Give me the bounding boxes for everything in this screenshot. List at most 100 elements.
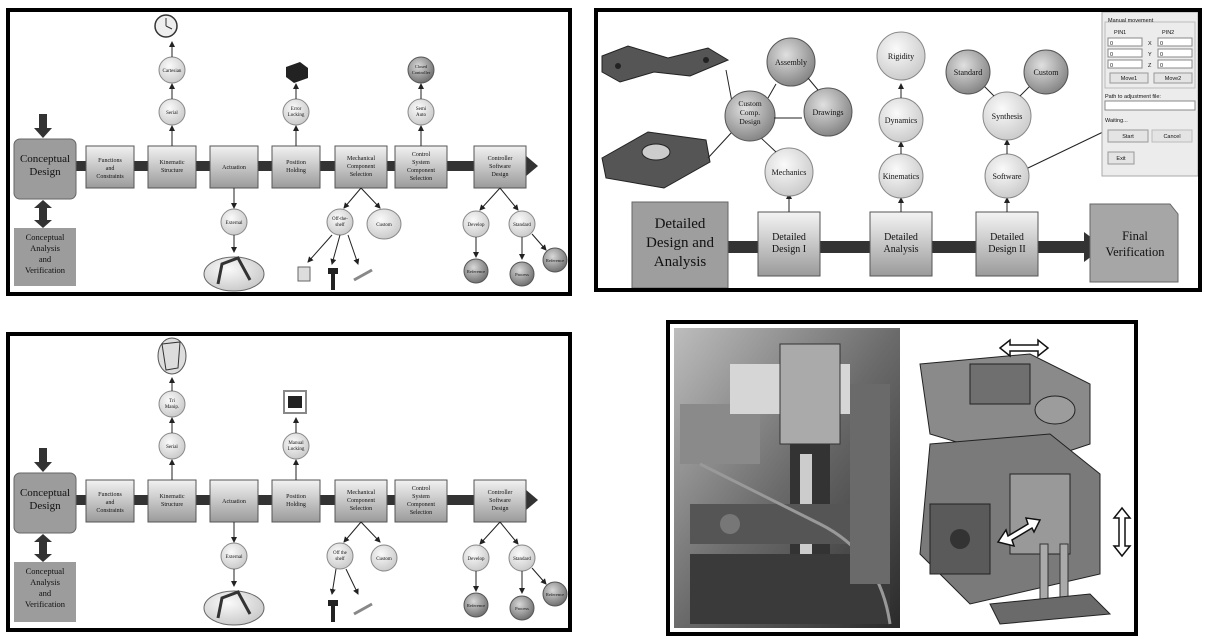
bracket-part-icon xyxy=(601,45,730,83)
svg-text:External: External xyxy=(226,221,244,226)
svg-text:PIN2: PIN2 xyxy=(1162,30,1174,36)
svg-text:Mechanics: Mechanics xyxy=(772,168,807,177)
rod-icon-3 xyxy=(353,602,373,616)
svg-text:Drawings: Drawings xyxy=(812,108,843,117)
svg-text:Rigidity: Rigidity xyxy=(888,52,914,61)
bolt-icon xyxy=(328,268,338,290)
svg-text:Develop: Develop xyxy=(468,223,485,228)
bearing-block-icon xyxy=(297,266,311,282)
svg-text:Y: Y xyxy=(1148,52,1152,58)
svg-text:Assembly: Assembly xyxy=(775,58,807,67)
svg-text:Process: Process xyxy=(515,272,529,277)
svg-text:Cancel: Cancel xyxy=(1163,134,1180,140)
manual-movement-dialog: Manual movement PIN1 PIN2 0 0 0 0 0 0 X Y Z… xyxy=(1101,12,1198,177)
locking-part-icon xyxy=(286,62,308,83)
svg-text:0: 0 xyxy=(1110,52,1113,58)
svg-text:0: 0 xyxy=(1110,63,1113,69)
svg-text:0: 0 xyxy=(1160,63,1163,69)
svg-text:Cartesian: Cartesian xyxy=(163,69,182,74)
motion-arrow-diagonal xyxy=(996,517,1042,548)
svg-text:Reference: Reference xyxy=(467,269,485,274)
svg-text:Manual movement: Manual movement xyxy=(1108,18,1154,24)
parallel-manipulator-icon xyxy=(157,337,187,375)
svg-text:Dynamics: Dynamics xyxy=(885,116,917,125)
svg-text:Move2: Move2 xyxy=(1165,76,1182,82)
svg-text:Exit: Exit xyxy=(1116,156,1126,162)
svg-text:Software: Software xyxy=(993,172,1022,181)
svg-text:Serial: Serial xyxy=(166,445,178,450)
svg-text:Move1: Move1 xyxy=(1121,76,1138,82)
svg-text:Kinematics: Kinematics xyxy=(883,172,919,181)
svg-text:Process: Process xyxy=(515,606,529,611)
bolt-icon-3 xyxy=(328,600,338,622)
svg-text:Standard: Standard xyxy=(513,223,531,228)
rod-icon xyxy=(353,268,373,282)
svg-text:X: X xyxy=(1148,41,1152,47)
svg-text:Custom: Custom xyxy=(376,557,392,562)
svg-text:PIN1: PIN1 xyxy=(1114,30,1126,36)
svg-text:Reference: Reference xyxy=(546,592,564,597)
svg-text:External: External xyxy=(226,555,244,560)
svg-text:0: 0 xyxy=(1160,41,1163,47)
svg-text:Start: Start xyxy=(1122,134,1134,140)
svg-text:Z: Z xyxy=(1148,63,1152,69)
svg-text:Standard: Standard xyxy=(954,68,982,77)
svg-text:Synthesis: Synthesis xyxy=(992,112,1023,121)
svg-text:Off-the-shelf: Off-the-shelf xyxy=(332,217,348,228)
svg-text:0: 0 xyxy=(1110,41,1113,47)
svg-text:Reference: Reference xyxy=(546,258,564,263)
robot-arm-icon xyxy=(203,256,265,292)
robot-arm-icon-3 xyxy=(203,590,265,626)
motion-arrow-vertical xyxy=(1112,506,1132,558)
svg-text:Actuation: Actuation xyxy=(222,499,246,505)
svg-text:Serial: Serial xyxy=(166,111,178,116)
cad-assembly xyxy=(908,328,1130,628)
motion-arrow-horizontal xyxy=(998,338,1050,358)
svg-text:Actuation: Actuation xyxy=(222,165,246,171)
svg-text:Custom: Custom xyxy=(1034,68,1060,77)
svg-text:Develop: Develop xyxy=(468,557,485,562)
mount-part-icon xyxy=(601,131,711,189)
machine-photo xyxy=(674,328,900,628)
svg-text:Reference: Reference xyxy=(467,603,485,608)
svg-text:0: 0 xyxy=(1160,52,1163,58)
panel-photo-and-cad xyxy=(666,320,1138,636)
svg-text:Custom: Custom xyxy=(376,223,392,228)
svg-text:Standard: Standard xyxy=(513,557,531,562)
